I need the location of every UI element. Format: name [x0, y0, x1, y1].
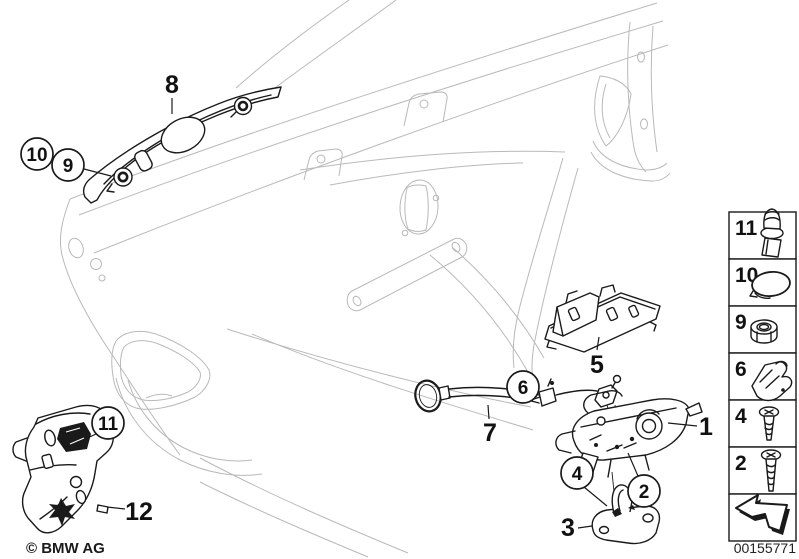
countersunk-screw-long-icon: [760, 449, 782, 492]
countersunk-screw-short-icon: [758, 406, 780, 441]
copyright-notice: © BMW AG: [26, 540, 105, 557]
callout-8[interactable]: 8: [165, 71, 179, 114]
legend-label-6[interactable]: 6: [735, 358, 747, 381]
callout-label-3[interactable]: 3: [561, 514, 575, 542]
callout-1[interactable]: 1: [667, 413, 713, 441]
callout-10[interactable]: 10: [20, 137, 54, 171]
callout-label-8[interactable]: 8: [165, 71, 179, 99]
callout-label-10[interactable]: 10: [26, 145, 47, 166]
callout-9[interactable]: 9: [51, 148, 112, 182]
callout-7[interactable]: 7: [483, 404, 497, 447]
grommet-icon: [106, 167, 133, 193]
hex-nut-icon: [750, 319, 778, 344]
grommet-icon: [230, 96, 253, 118]
trunk-lid-context-drawing: [59, 0, 671, 558]
installed-sensor-icon: [57, 422, 91, 452]
callout-label-9[interactable]: 9: [63, 156, 74, 177]
legend-label-4[interactable]: 4: [735, 405, 747, 428]
document-number: 00155771: [734, 540, 797, 556]
callout-label-4[interactable]: 4: [572, 464, 583, 485]
callout-label-2[interactable]: 2: [639, 482, 650, 503]
legend-label-9[interactable]: 9: [735, 311, 747, 334]
direction-arrow-icon: [735, 494, 790, 535]
lock-actuator-module-part: [12, 404, 115, 534]
callout-label-1[interactable]: 1: [699, 413, 713, 441]
callout-label-6[interactable]: 6: [518, 378, 529, 399]
expansion-rivet-icon: [760, 208, 784, 258]
spring-clip-icon: [751, 360, 793, 402]
callout-label-11[interactable]: 11: [98, 414, 119, 435]
callout-label-12[interactable]: 12: [125, 498, 153, 526]
fastener-legend: 11 10 9 6 4 2: [728, 208, 797, 542]
trunk-release-switch-part: [544, 284, 661, 353]
callout-6[interactable]: 6: [506, 370, 541, 404]
callout-label-7[interactable]: 7: [483, 419, 497, 447]
legend-label-2[interactable]: 2: [735, 452, 747, 475]
blanking-plug-icon: [749, 271, 791, 299]
trunk-lock-part: [555, 390, 703, 503]
striker-plate-part: [591, 484, 661, 545]
callout-label-5[interactable]: 5: [590, 351, 604, 379]
callout-5[interactable]: 5: [590, 336, 604, 379]
callout-12[interactable]: 12: [106, 498, 153, 526]
legend-label-11[interactable]: 11: [735, 217, 758, 240]
callout-4[interactable]: 4: [560, 456, 608, 507]
callout-11[interactable]: 11: [78, 406, 125, 443]
callout-3[interactable]: 3: [561, 514, 593, 542]
callout-2[interactable]: 2: [627, 452, 661, 508]
emergency-release-cable-part: [414, 374, 622, 420]
rear-trim-panel-part: [82, 86, 282, 204]
